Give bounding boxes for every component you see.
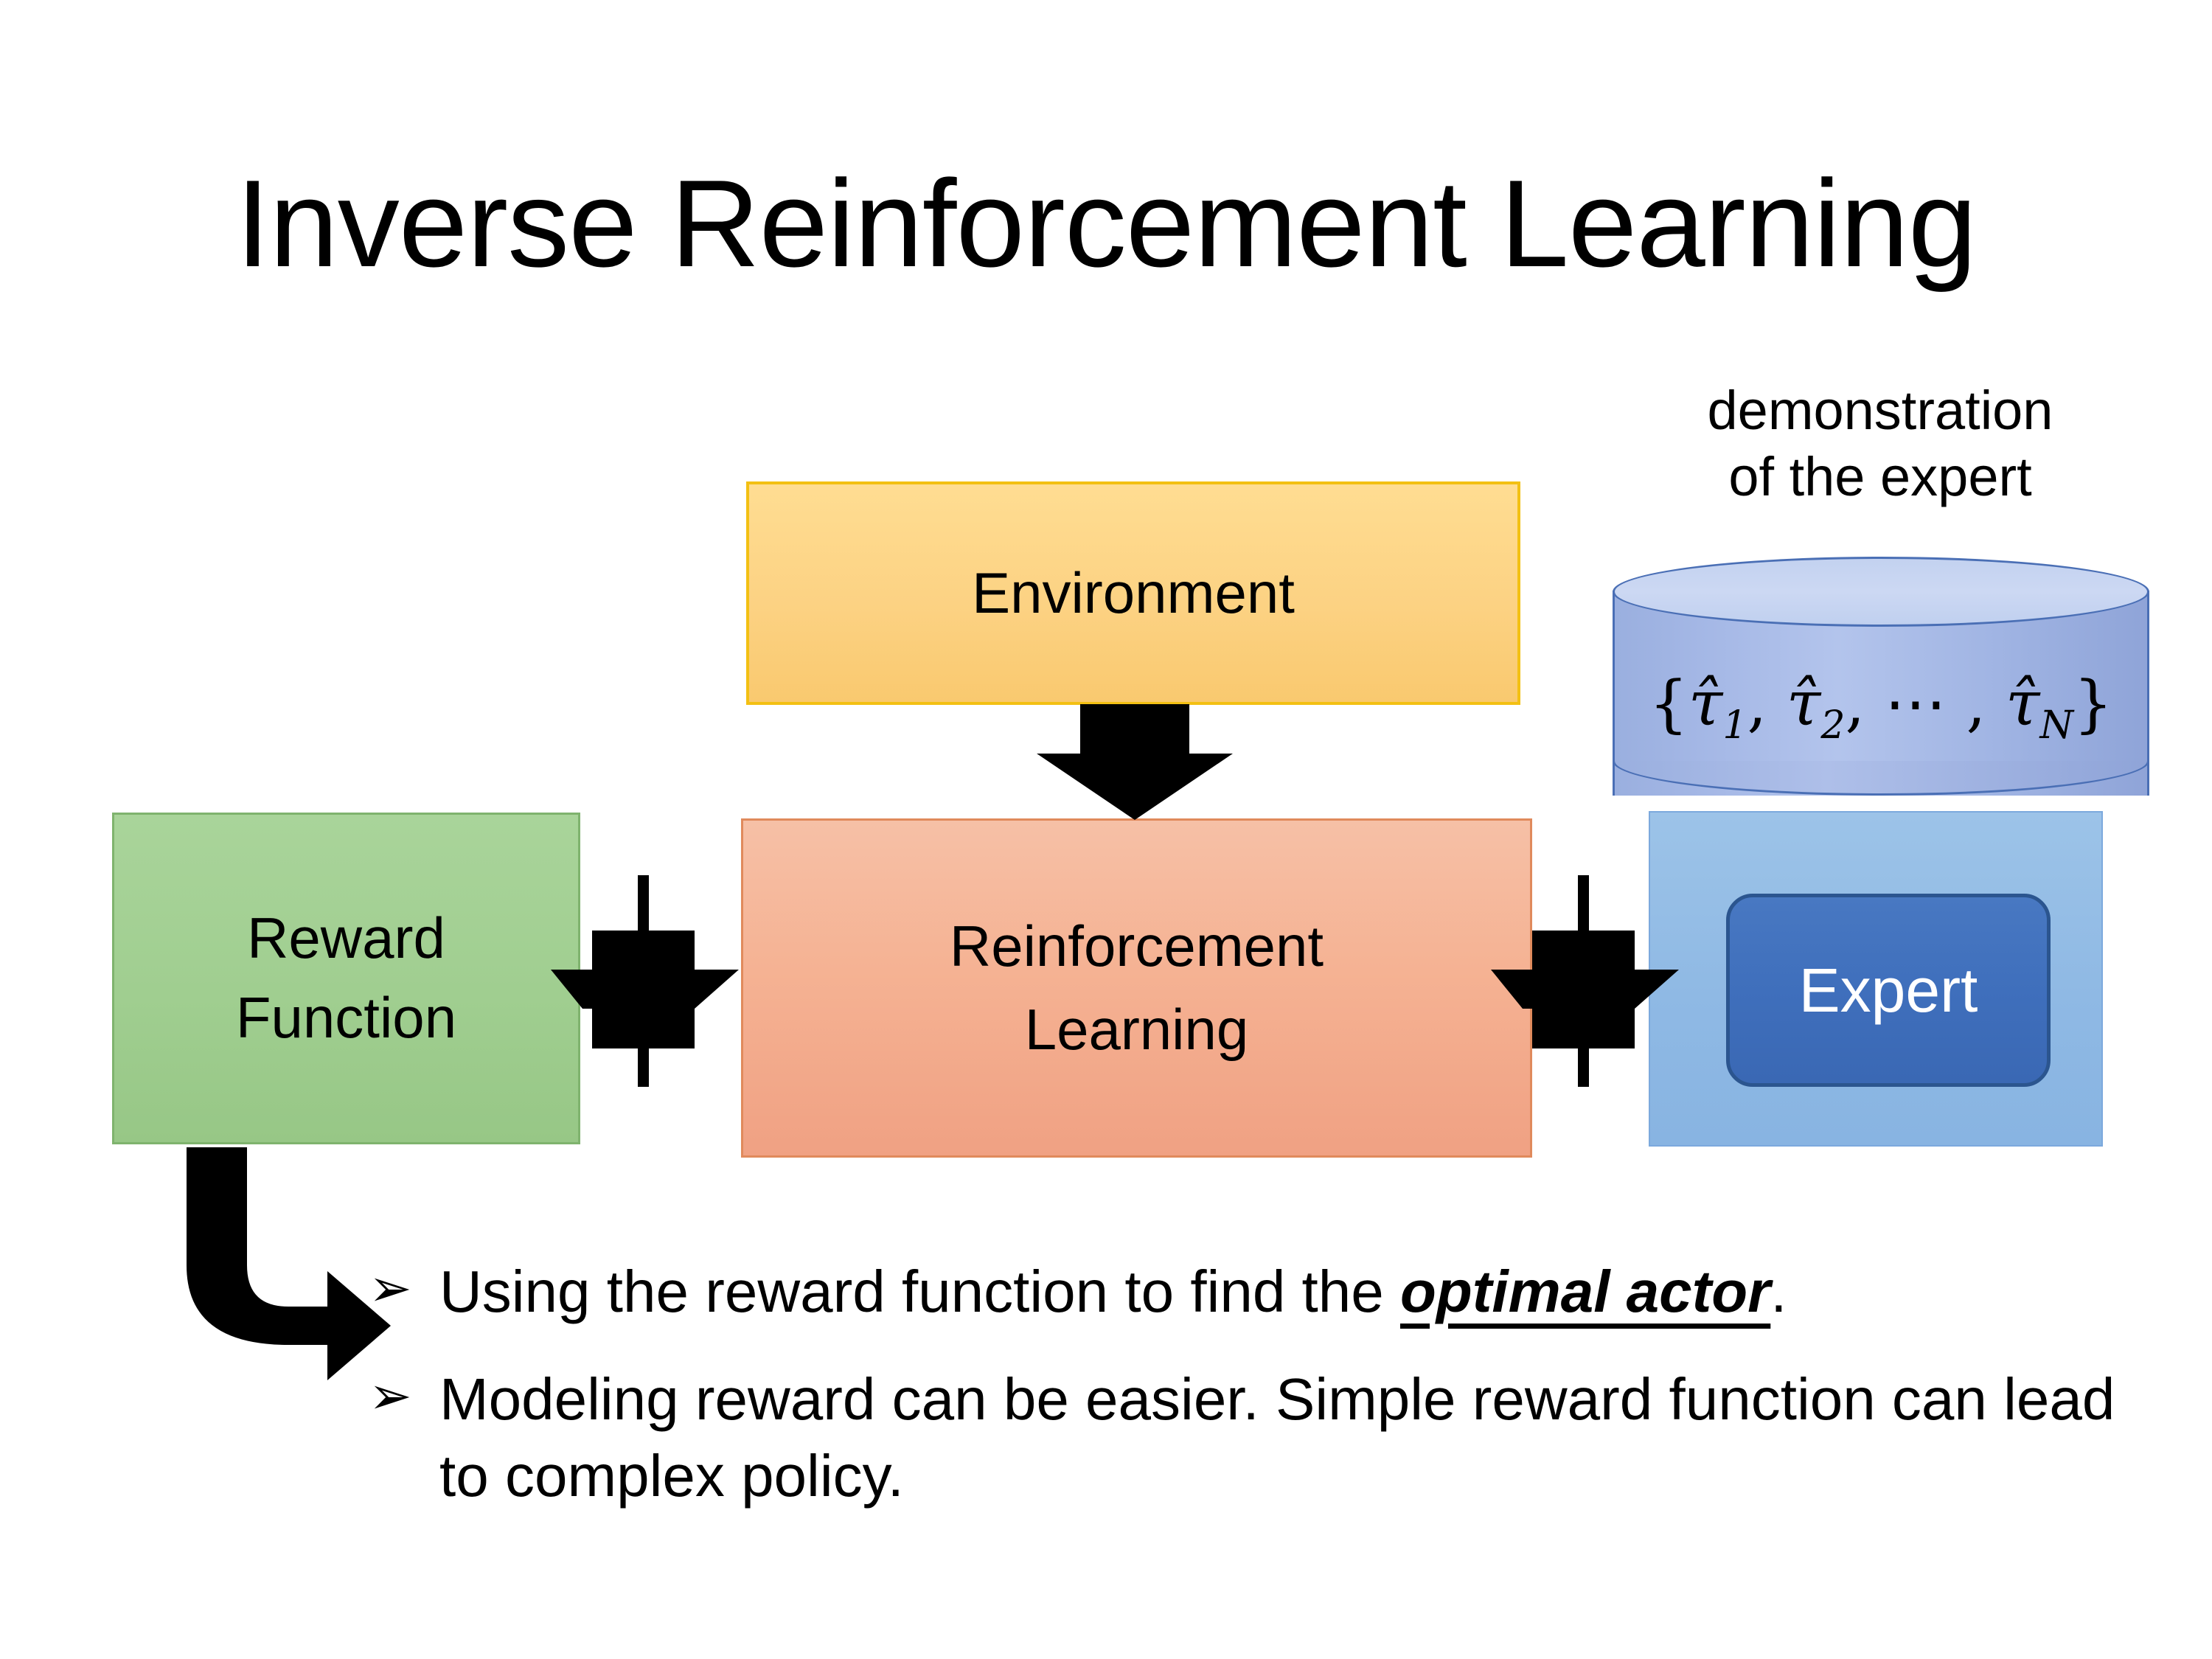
demonstration-cylinder[interactable]: {τ̂1, τ̂2, ⋯ , τ̂N} [1613,557,2149,828]
expert-label: Expert [1798,955,1978,1025]
reward-label-line1: Reward [247,905,445,971]
demonstration-caption-line2: of the expert [1728,446,2032,508]
tau-1-subscript: 1 [1722,703,1747,748]
tau-2-subscript: 2 [1820,703,1846,748]
reward-function-label: Reward Function [236,899,456,1057]
down-arrow-icon [1037,704,1233,820]
rl-label-line1: Reinforcement [949,913,1324,978]
bent-elbow-arrow-icon [187,1147,391,1380]
reward-function-box[interactable]: Reward Function [112,813,580,1144]
bullet-arrow-icon: ➢ [369,1366,412,1426]
reinforcement-learning-box[interactable]: Reinforcement Learning [741,818,1532,1158]
ellipsis: , ⋯ , [1845,667,2006,740]
set-brace-close: } [2073,667,2113,740]
rl-label-line2: Learning [1024,997,1249,1062]
bullet-2-text: Modeling reward can be easier. Simple re… [439,1361,2138,1514]
tau-n-subscript: N [2039,703,2074,748]
cylinder-top-ellipse [1613,557,2149,627]
bullet-1-emphasis: optimal actor [1399,1259,1771,1324]
bullet-2-prefix: Modeling reward can be easier. Simple re… [439,1366,2115,1509]
set-brace-open: { [1649,667,1688,740]
bullet-1-suffix: . [1770,1259,1787,1324]
tau-1: τ̂ [1688,667,1723,740]
list-item: ➢ Using the reward function to find the … [369,1253,2138,1330]
reward-label-line2: Function [235,985,457,1050]
reinforcement-learning-label: Reinforcement Learning [950,905,1324,1071]
environment-label: Environment [972,560,1295,625]
trajectory-set-label: {τ̂1, τ̂2, ⋯ , τ̂N} [1613,667,2149,748]
bullet-1-prefix: Using the reward function to find the [439,1259,1400,1324]
comma-1: , [1747,667,1787,740]
tau-n: τ̂ [2006,667,2040,740]
tau-2: τ̂ [1786,667,1821,740]
page-title: Inverse Reinforcement Learning [235,154,1978,293]
expert-box[interactable]: Expert [1726,894,2051,1087]
environment-box[interactable]: Environment [746,481,1520,705]
list-item: ➢ Modeling reward can be easier. Simple … [369,1361,2138,1514]
bullet-1-text: Using the reward function to find the op… [439,1253,2138,1330]
bullet-list: ➢ Using the reward function to find the … [369,1253,2138,1545]
demonstration-caption-line1: demonstration [1707,380,2053,441]
demonstration-caption: demonstration of the expert [1615,378,2146,511]
bullet-arrow-icon: ➢ [369,1258,412,1318]
